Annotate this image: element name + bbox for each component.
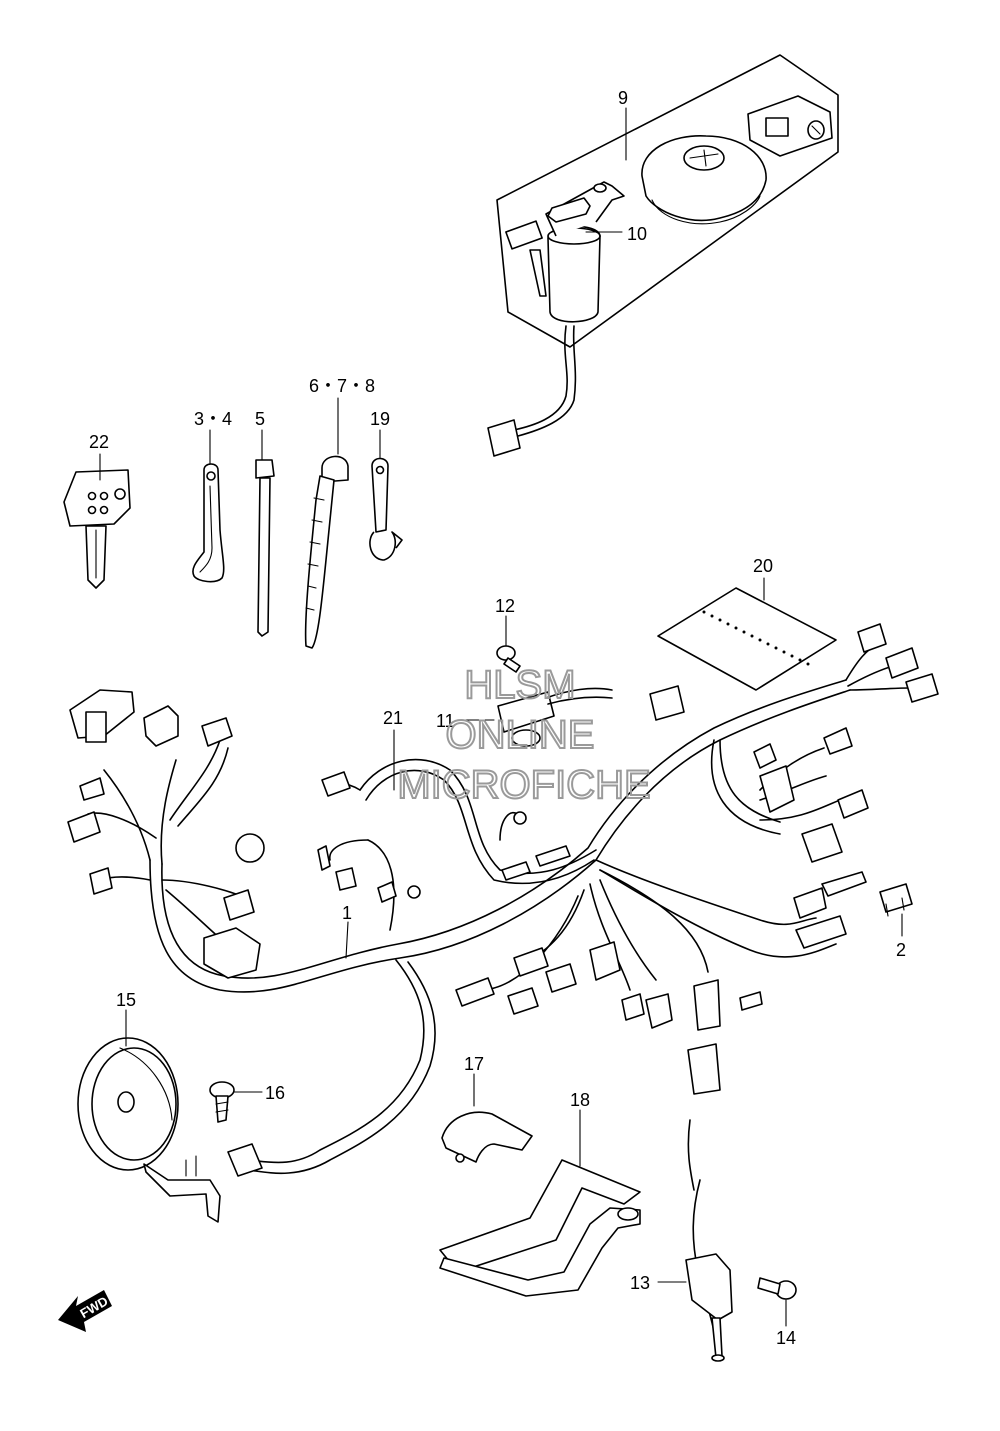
panel-20[interactable]: [657, 587, 837, 691]
screw-14[interactable]: [757, 1277, 797, 1300]
callout-13[interactable]: 13: [630, 1273, 650, 1293]
horn-bolt[interactable]: [209, 1081, 235, 1123]
cover-17[interactable]: [441, 1111, 533, 1163]
callout-17[interactable]: 17: [464, 1054, 484, 1074]
leader-lines: [99, 107, 903, 1327]
callout-16[interactable]: 16: [265, 1083, 285, 1103]
callout-labels: 9 10 22 3・4 5 6・7・8 19 20 12 11 21 1 2 1…: [89, 88, 906, 1348]
callout-9[interactable]: 9: [618, 88, 628, 108]
watermark: HLSM ONLINE MICROFICHE: [396, 662, 651, 808]
callout-18[interactable]: 18: [570, 1090, 590, 1110]
callout-11[interactable]: 11: [436, 711, 455, 731]
watermark-line-3: MICROFICHE: [397, 763, 650, 807]
fwd-direction-arrow: FWD: [58, 1290, 112, 1332]
ignition-switch-kit[interactable]: [487, 54, 839, 457]
clamp-19[interactable]: [369, 457, 403, 561]
sensor-11[interactable]: [497, 687, 613, 747]
horn[interactable]: [77, 1037, 263, 1223]
callout-22[interactable]: 22: [89, 432, 109, 452]
callout-14[interactable]: 14: [776, 1328, 796, 1348]
callout-5[interactable]: 5: [255, 409, 265, 429]
callout-15[interactable]: 15: [116, 990, 136, 1010]
key-blank[interactable]: [63, 469, 131, 589]
screw-12[interactable]: [496, 645, 521, 673]
connector-cluster-left: [67, 689, 265, 979]
callout-1[interactable]: 1: [342, 903, 352, 923]
callout-19[interactable]: 19: [370, 409, 390, 429]
fuse[interactable]: [879, 883, 913, 917]
clamp[interactable]: [192, 463, 225, 583]
callout-6-7-8[interactable]: 6・7・8: [309, 376, 375, 396]
connector-cluster-centre: [317, 771, 673, 1029]
switch-13[interactable]: [685, 1253, 733, 1362]
clamp-band[interactable]: [304, 455, 349, 649]
callout-2[interactable]: 2: [896, 940, 906, 960]
watermark-line-1: HLSM: [464, 663, 575, 707]
callout-12[interactable]: 12: [495, 596, 515, 616]
callout-20[interactable]: 20: [753, 556, 773, 576]
watermark-line-2: ONLINE: [446, 713, 595, 757]
connector-cluster-right: [649, 623, 939, 1095]
cable-tie[interactable]: [255, 459, 275, 637]
callout-21[interactable]: 21: [383, 708, 403, 728]
callout-10[interactable]: 10: [627, 224, 647, 244]
callout-3-4[interactable]: 3・4: [194, 409, 232, 429]
bracket-18[interactable]: [439, 1159, 641, 1297]
